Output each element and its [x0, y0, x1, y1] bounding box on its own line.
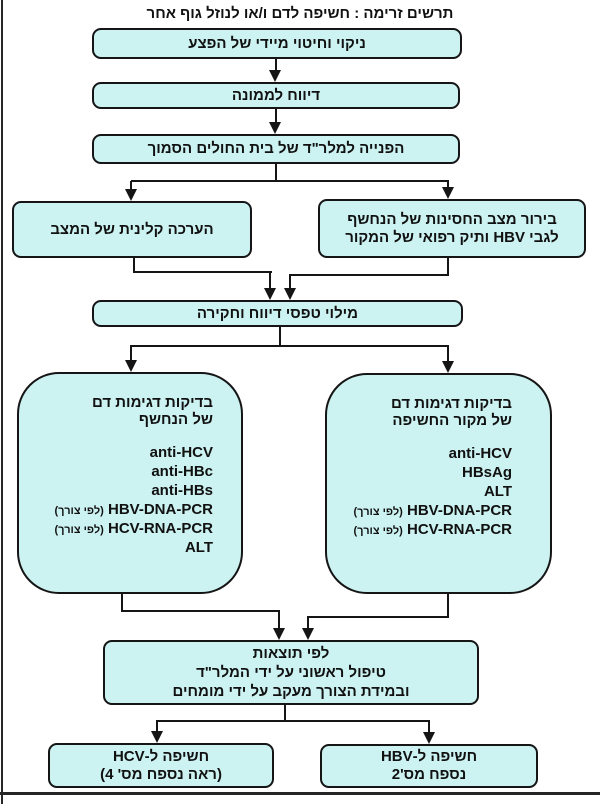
page-frame-left-line [1, 0, 3, 804]
test-line: HBV-DNA-PCR (לפי צורך) [27, 501, 213, 520]
test-line: anti-HBc [27, 463, 213, 482]
step-report-supervisor-label: דיווח לממונה [231, 86, 321, 104]
step-clean-wound-box: ניקוי וחיטוי מיידי של הפצע [92, 28, 462, 59]
test-name: anti-HCV [448, 445, 512, 462]
source-panel-title-line1: בדיקות דגימות דם [391, 395, 512, 412]
test-name: HBsAg [461, 464, 512, 481]
connector-clinical-down [133, 258, 135, 273]
test-line: anti-HCV [335, 445, 512, 464]
arrowhead-step2-step3 [269, 122, 281, 134]
test-note: (לפי צורך) [353, 525, 403, 537]
connector-source-down [447, 594, 449, 618]
test-line: HBsAg [335, 464, 512, 483]
test-note: (לפי צורך) [353, 506, 403, 518]
test-name: ALT [483, 483, 512, 500]
test-name: HBV-DNA-PCR [108, 501, 213, 518]
source-tests-panel: בדיקות דגימות דם של מקור החשיפה anti-HCV… [325, 373, 552, 594]
arrowhead-exposed-to-treatment [273, 628, 285, 640]
test-note: (לפי צורך) [54, 524, 104, 536]
connector-step1-step2 [275, 59, 277, 72]
connector-split3-left [156, 720, 158, 731]
panel-spacer [27, 428, 213, 444]
step-er-referral-label: הפנייה למלר"ד של בית החולים הסמוך [147, 140, 405, 157]
exposed-panel-title-line1: בדיקות דגימות דם [92, 394, 213, 411]
forms-box: מילוי טפסי דיווח וחקירה [92, 300, 463, 327]
test-name: HCV-RNA-PCR [407, 521, 512, 538]
treatment-line1: לפי תוצאות [252, 645, 330, 662]
test-name: anti-HCV [149, 444, 213, 461]
arrowhead-to-hcv-outcome [151, 731, 163, 743]
test-line: anti-HBs [27, 482, 213, 501]
hbv-exposure-box: חשיפה ל-HBV נספח מס'2 [320, 744, 538, 788]
test-line: ALT [27, 539, 213, 558]
connector-immunity-down [447, 258, 449, 276]
connector-exposed-to-treatment [278, 610, 280, 628]
connector-split2-right [447, 345, 449, 361]
source-panel-title-line2: של מקור החשיפה [392, 412, 512, 429]
hcv-exposure-box: חשיפה ל-HCV (ראה נספח מס' 4) [48, 743, 274, 788]
connector-split2-left [130, 345, 132, 360]
arrowhead-to-immunity [442, 187, 454, 199]
step-report-supervisor-box: דיווח לממונה [92, 82, 460, 109]
hbv-exposure-line1: חשיפה ל-HBV [380, 748, 478, 765]
connector-clinical-horizontal [133, 271, 272, 273]
test-note: (לפי צורך) [54, 505, 104, 517]
connector-split2-stem [279, 327, 281, 347]
arrowhead-to-exposed-panel [125, 360, 137, 372]
test-line: ALT [335, 483, 512, 502]
clinical-assessment-box: הערכה קלינית של המצב [12, 201, 252, 258]
immunity-check-line2: לגבי HBV ותיק רפואי של המקור [345, 228, 559, 246]
forms-label: מילוי טפסי דיווח וחקירה [196, 304, 359, 322]
treatment-box: לפי תוצאות טיפול ראשוני על ידי המלר"ד וב… [103, 640, 479, 705]
connector-source-to-treatment [307, 616, 309, 628]
test-name: HBV-DNA-PCR [407, 502, 512, 519]
connector-exposed-horizontal [121, 610, 280, 612]
connector-step2-step3 [275, 109, 277, 122]
arrowhead-to-source-panel [442, 361, 454, 373]
page-title: תרשים זרימה : חשיפה לדם ו/או לנוזל גוף א… [146, 5, 454, 22]
connector-immunity-horizontal [290, 274, 449, 276]
immunity-check-line1: בירור מצב החסינות של הנחשף [347, 210, 557, 228]
connector-split2-horizontal [131, 345, 449, 347]
arrowhead-immunity-to-forms [284, 288, 296, 300]
connector-split3-right [428, 720, 430, 732]
treatment-line2: טיפול ראשוני על ידי המלר"ד [196, 664, 386, 681]
step-clean-wound-label: ניקוי וחיטוי מיידי של הפצע [188, 34, 366, 52]
hcv-exposure-line2: (ראה נספח מס' 4) [100, 765, 222, 783]
arrowhead-clinical-to-forms [264, 288, 276, 300]
connector-source-horizontal [308, 616, 449, 618]
connector-split1-horizontal [131, 180, 449, 182]
test-name: ALT [184, 539, 213, 556]
step-er-referral-box: הפנייה למלר"ד של בית החולים הסמוך [92, 134, 460, 164]
test-line: HBV-DNA-PCR (לפי צורך) [335, 502, 512, 521]
test-line: HCV-RNA-PCR (לפי צורך) [335, 521, 512, 540]
arrowhead-source-to-treatment [302, 628, 314, 640]
test-name: anti-HBc [151, 463, 213, 480]
hbv-exposure-line2: נספח מס'2 [391, 766, 467, 783]
connector-split1-left [130, 181, 132, 189]
immunity-check-box: בירור מצב החסינות של הנחשף לגבי HBV ותיק… [318, 199, 586, 258]
connector-clinical-to-forms [269, 271, 271, 288]
arrowhead-step1-step2 [269, 70, 281, 82]
hcv-exposure-line1: חשיפה ל-HCV [112, 747, 210, 765]
arrowhead-to-clinical [125, 189, 137, 201]
test-line: anti-HCV [27, 444, 213, 463]
connector-split1-stem [275, 164, 277, 181]
connector-split3-stem [284, 705, 286, 722]
treatment-line3: ובמידת הצורך מעקב על ידי מומחים [172, 683, 410, 700]
exposed-tests-panel: בדיקות דגימות דם של הנחשף anti-HCV anti-… [17, 372, 243, 594]
clinical-assessment-label: הערכה קלינית של המצב [50, 220, 214, 238]
exposed-panel-title-line2: של הנחשף [138, 411, 213, 428]
page-frame-bottom-line [0, 792, 600, 795]
test-name: anti-HBs [151, 482, 213, 499]
connector-split3-horizontal [157, 720, 430, 722]
connector-exposed-down [121, 594, 123, 612]
test-name: HCV-RNA-PCR [108, 520, 213, 537]
connector-split1-right [447, 181, 449, 187]
connector-immunity-to-forms [289, 274, 291, 288]
arrowhead-to-hbv-outcome [423, 732, 435, 744]
panel-spacer [335, 429, 512, 445]
test-line: HCV-RNA-PCR (לפי צורך) [27, 520, 213, 539]
